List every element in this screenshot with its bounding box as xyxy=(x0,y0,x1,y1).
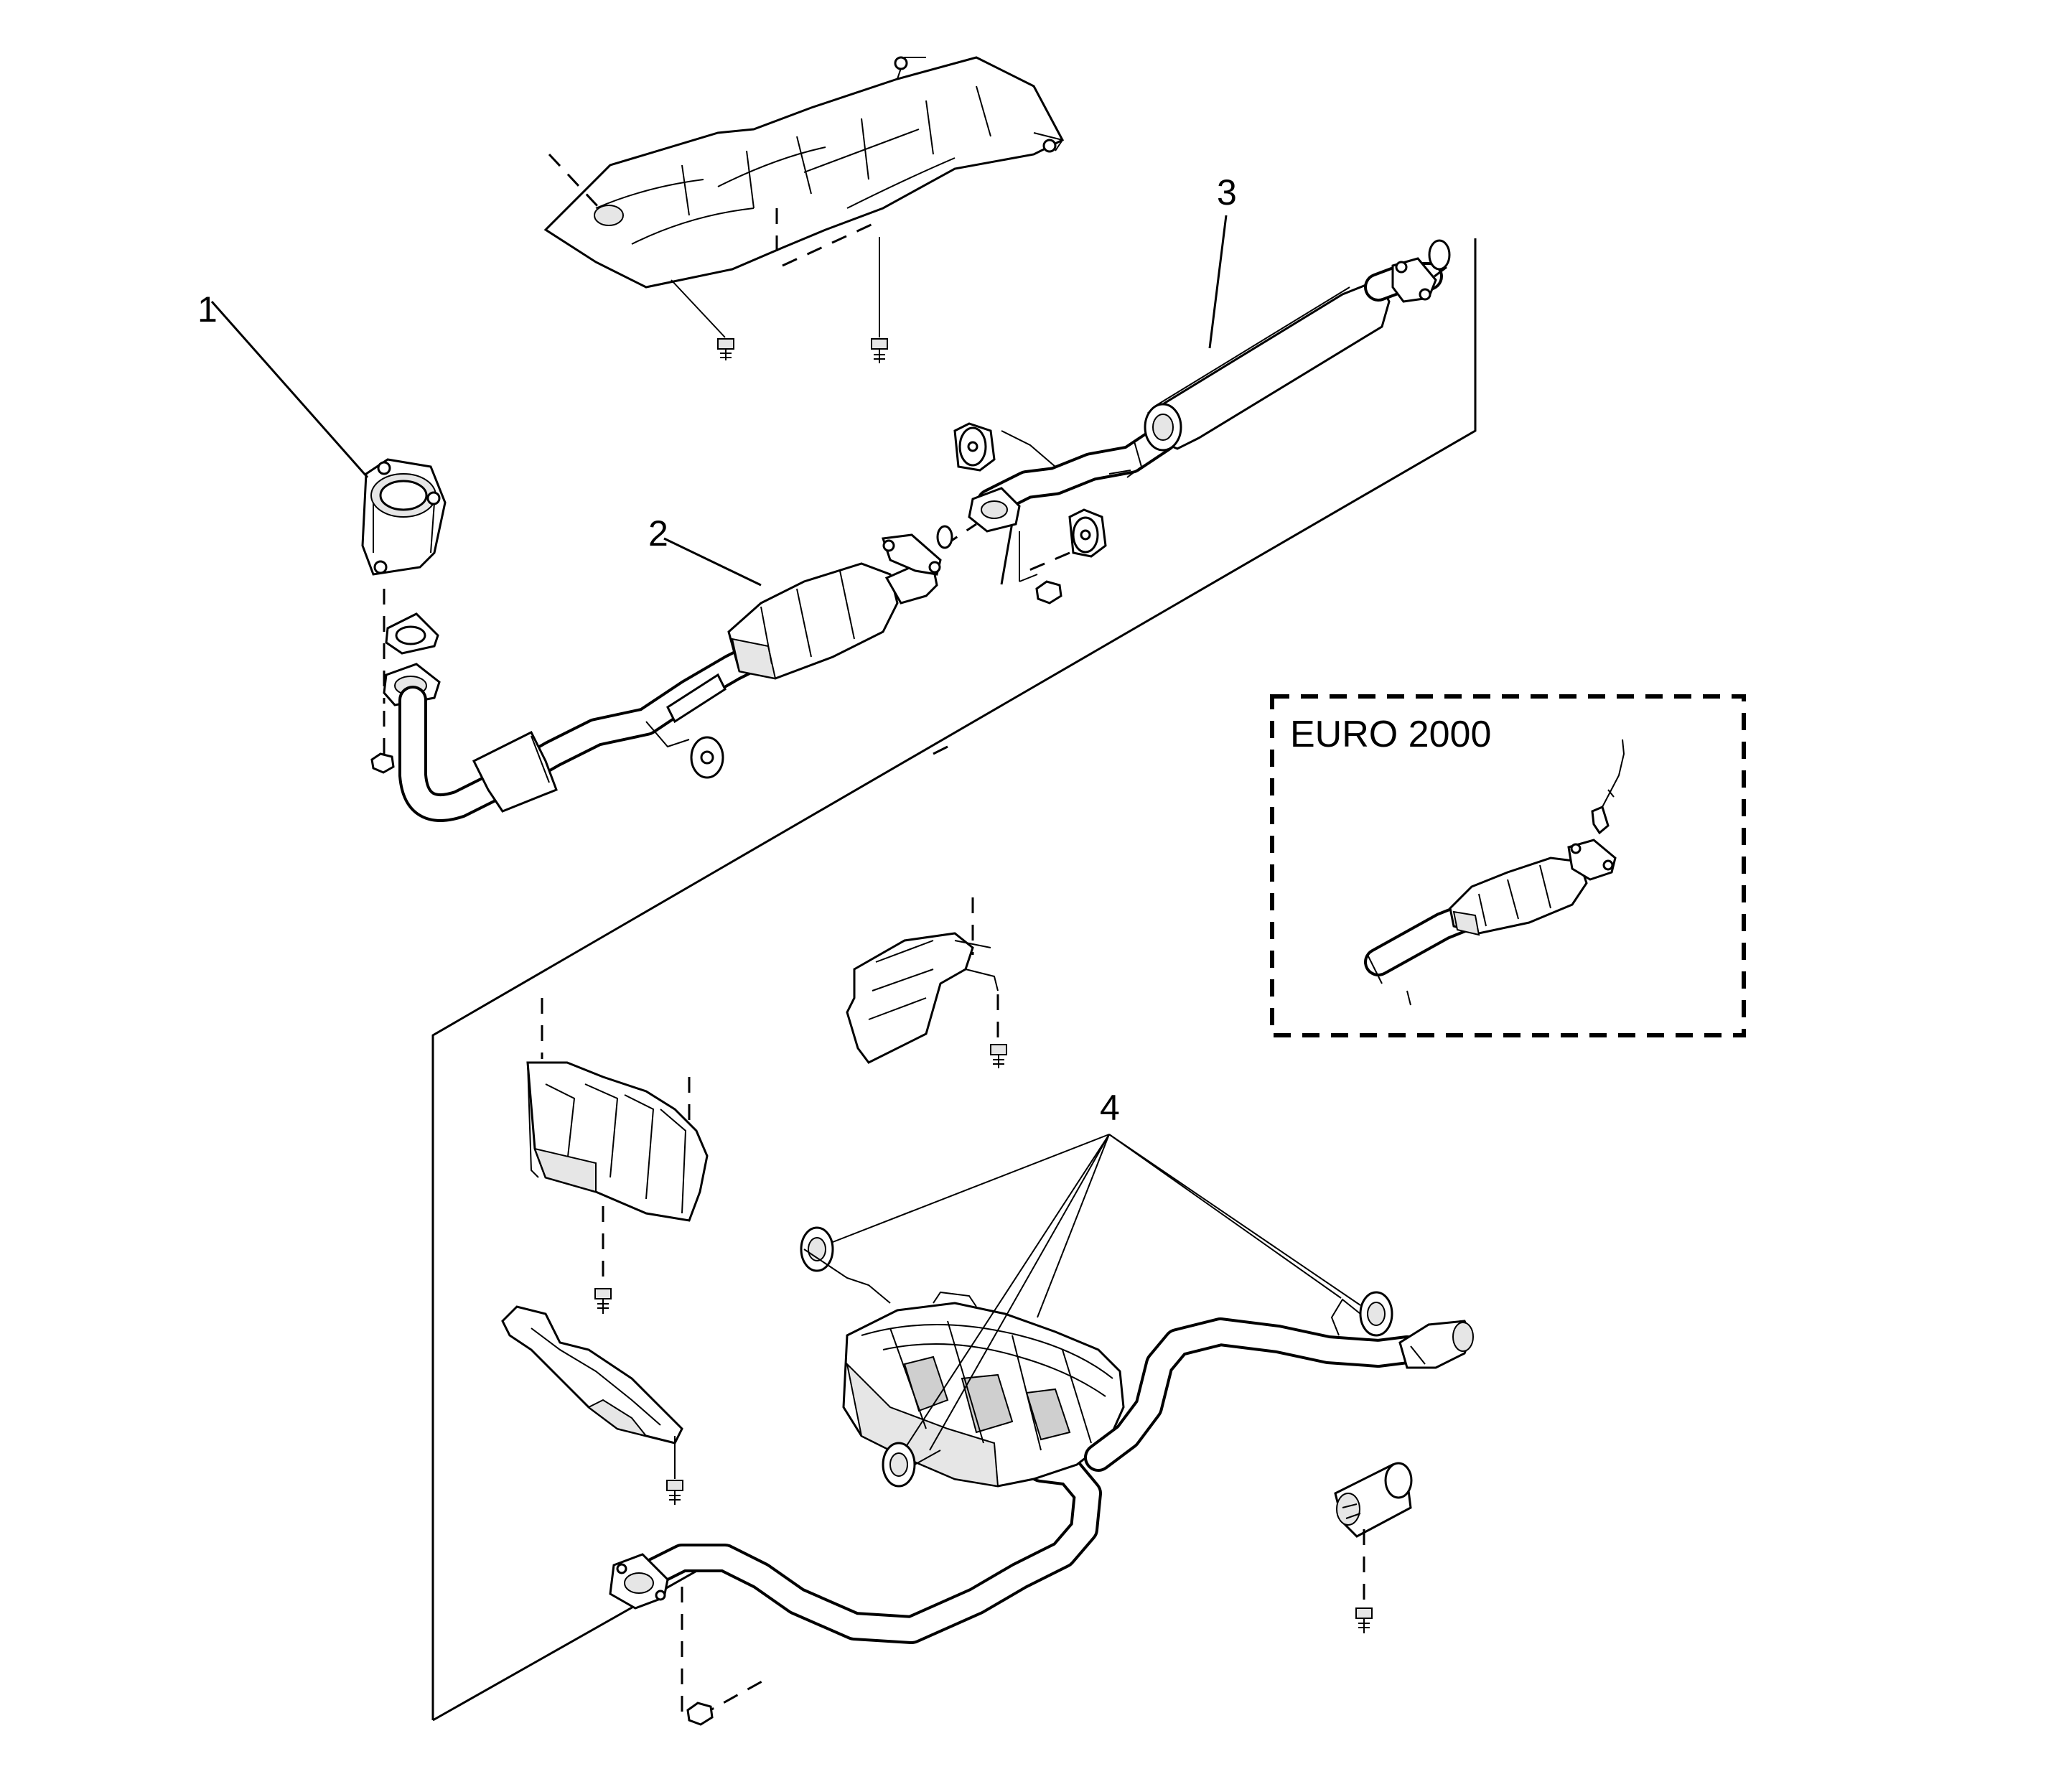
part-2-catalytic-converter xyxy=(727,533,942,680)
bolt-icon xyxy=(871,338,888,363)
nut-icon xyxy=(1035,580,1062,605)
nut-icon xyxy=(686,1702,714,1726)
front-pipe xyxy=(398,632,790,822)
bolt-icon xyxy=(717,338,734,360)
bolt-icon xyxy=(666,1480,683,1505)
rubber-hanger xyxy=(1019,508,1107,576)
bolt-icon xyxy=(1355,1607,1373,1633)
tail-pipe-clamp xyxy=(1334,1462,1413,1633)
callout-1: 1 xyxy=(197,289,218,330)
callout-3: 3 xyxy=(1217,172,1237,213)
part-3-resonator-pipe xyxy=(968,257,1443,533)
rubber-hanger xyxy=(1330,1291,1393,1337)
rubber-hanger xyxy=(800,1226,891,1304)
callout-4: 4 xyxy=(1100,1088,1120,1128)
rubber-hanger xyxy=(953,422,1056,472)
gasket xyxy=(385,612,439,655)
bolt-icon xyxy=(594,1288,612,1314)
oxygen-sensor-converter xyxy=(1364,739,1625,1006)
euro-2000-inset: EURO 2000 xyxy=(1270,694,1746,1037)
heat-shield-fasteners xyxy=(548,153,888,363)
heat-shield-upper-right xyxy=(846,897,1007,1068)
part-4-rear-muffler-assembly xyxy=(609,1226,1474,1644)
nut-icon xyxy=(370,711,395,774)
upper-heat-shield xyxy=(543,56,1065,289)
heat-shield-bracket xyxy=(501,1305,683,1505)
rubber-hanger xyxy=(882,1442,941,1488)
bolt-icon xyxy=(990,1044,1007,1068)
callout-2: 2 xyxy=(648,513,668,554)
heat-shield-left xyxy=(526,998,709,1314)
inset-label: EURO 2000 xyxy=(1290,714,1491,755)
assembly-plane-outline xyxy=(431,238,1477,1722)
part-1-flange-pipe xyxy=(361,458,447,576)
callout-4-leaders xyxy=(832,1134,1361,1451)
